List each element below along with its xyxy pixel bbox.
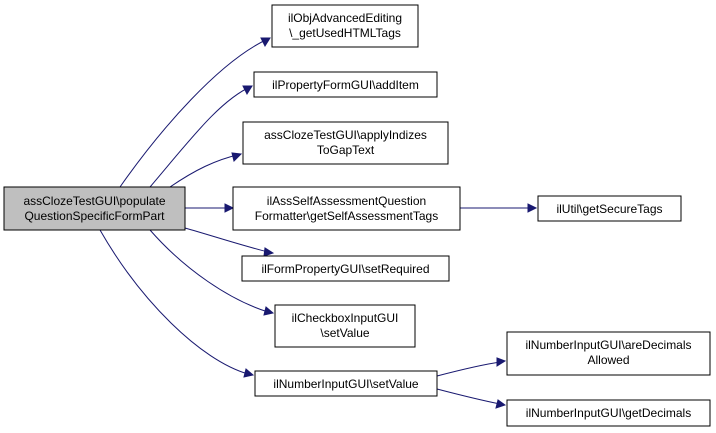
edge-root-to-n4 (185, 203, 235, 213)
node-root-line-2: QuestionSpecificFormPart (24, 209, 165, 223)
node-layer: assClozeTestGUI\populate QuestionSpecifi… (3, 4, 711, 427)
edge-root-to-n3 (169, 152, 243, 188)
node-n1-line-1: ilObjAdvancedEditing (288, 11, 402, 25)
edge-n8-to-n10 (436, 388, 507, 409)
node-n5-line-1: ilUtil\getSecureTags (556, 202, 662, 216)
node-n3-line-1: assClozeTestGUI\applyIndizes (264, 128, 427, 142)
edge-layer (99, 37, 538, 409)
node-n2-line-1: ilPropertyFormGUI\addItem (272, 78, 419, 92)
node-n7-line-2: \setValue (320, 326, 369, 340)
node-n9-line-1: ilNumberInputGUI\areDecimals (525, 338, 691, 352)
node-root-line-1: assClozeTestGUI\populate (23, 194, 165, 208)
edge-root-to-n8 (99, 229, 255, 378)
edge-root-to-n2 (149, 85, 253, 188)
edge-n4-to-n5 (460, 203, 538, 213)
node-n3[interactable]: assClozeTestGUI\applyIndizes ToGapText (242, 121, 449, 165)
node-n2[interactable]: ilPropertyFormGUI\addItem (253, 71, 438, 98)
node-n4-line-1: ilAssSelfAssessmentQuestion (267, 194, 426, 208)
edge-root-to-n6 (184, 227, 275, 257)
node-root[interactable]: assClozeTestGUI\populate QuestionSpecifi… (3, 186, 186, 231)
node-n4[interactable]: ilAssSelfAssessmentQuestion Formatter\ge… (232, 186, 461, 231)
node-n6-line-1: ilFormPropertyGUI\setRequired (261, 262, 429, 276)
node-n1-line-2: \_getUsedHTMLTags (289, 26, 401, 40)
edge-n8-to-n9 (436, 357, 507, 377)
edge-root-to-n1 (119, 37, 271, 188)
edge-root-to-n7 (149, 229, 275, 316)
node-n4-line-2: Formatter\getSelfAssessmentTags (255, 209, 438, 223)
node-n9[interactable]: ilNumberInputGUI\areDecimals Allowed (506, 331, 711, 376)
node-n10[interactable]: ilNumberInputGUI\getDecimals (506, 399, 711, 427)
node-n5[interactable]: ilUtil\getSecureTags (537, 195, 682, 222)
node-n8-line-1: ilNumberInputGUI\setValue (273, 377, 419, 391)
node-n6[interactable]: ilFormPropertyGUI\setRequired (241, 255, 450, 282)
node-n9-line-2: Allowed (587, 353, 629, 367)
node-n7[interactable]: ilCheckboxInputGUI \setValue (274, 304, 416, 348)
node-n1[interactable]: ilObjAdvancedEditing \_getUsedHTMLTags (271, 4, 419, 48)
node-n10-line-1: ilNumberInputGUI\getDecimals (526, 406, 691, 420)
node-n8[interactable]: ilNumberInputGUI\setValue (254, 370, 438, 397)
node-n3-line-2: ToGapText (317, 143, 375, 157)
node-n7-line-1: ilCheckboxInputGUI (292, 311, 399, 325)
